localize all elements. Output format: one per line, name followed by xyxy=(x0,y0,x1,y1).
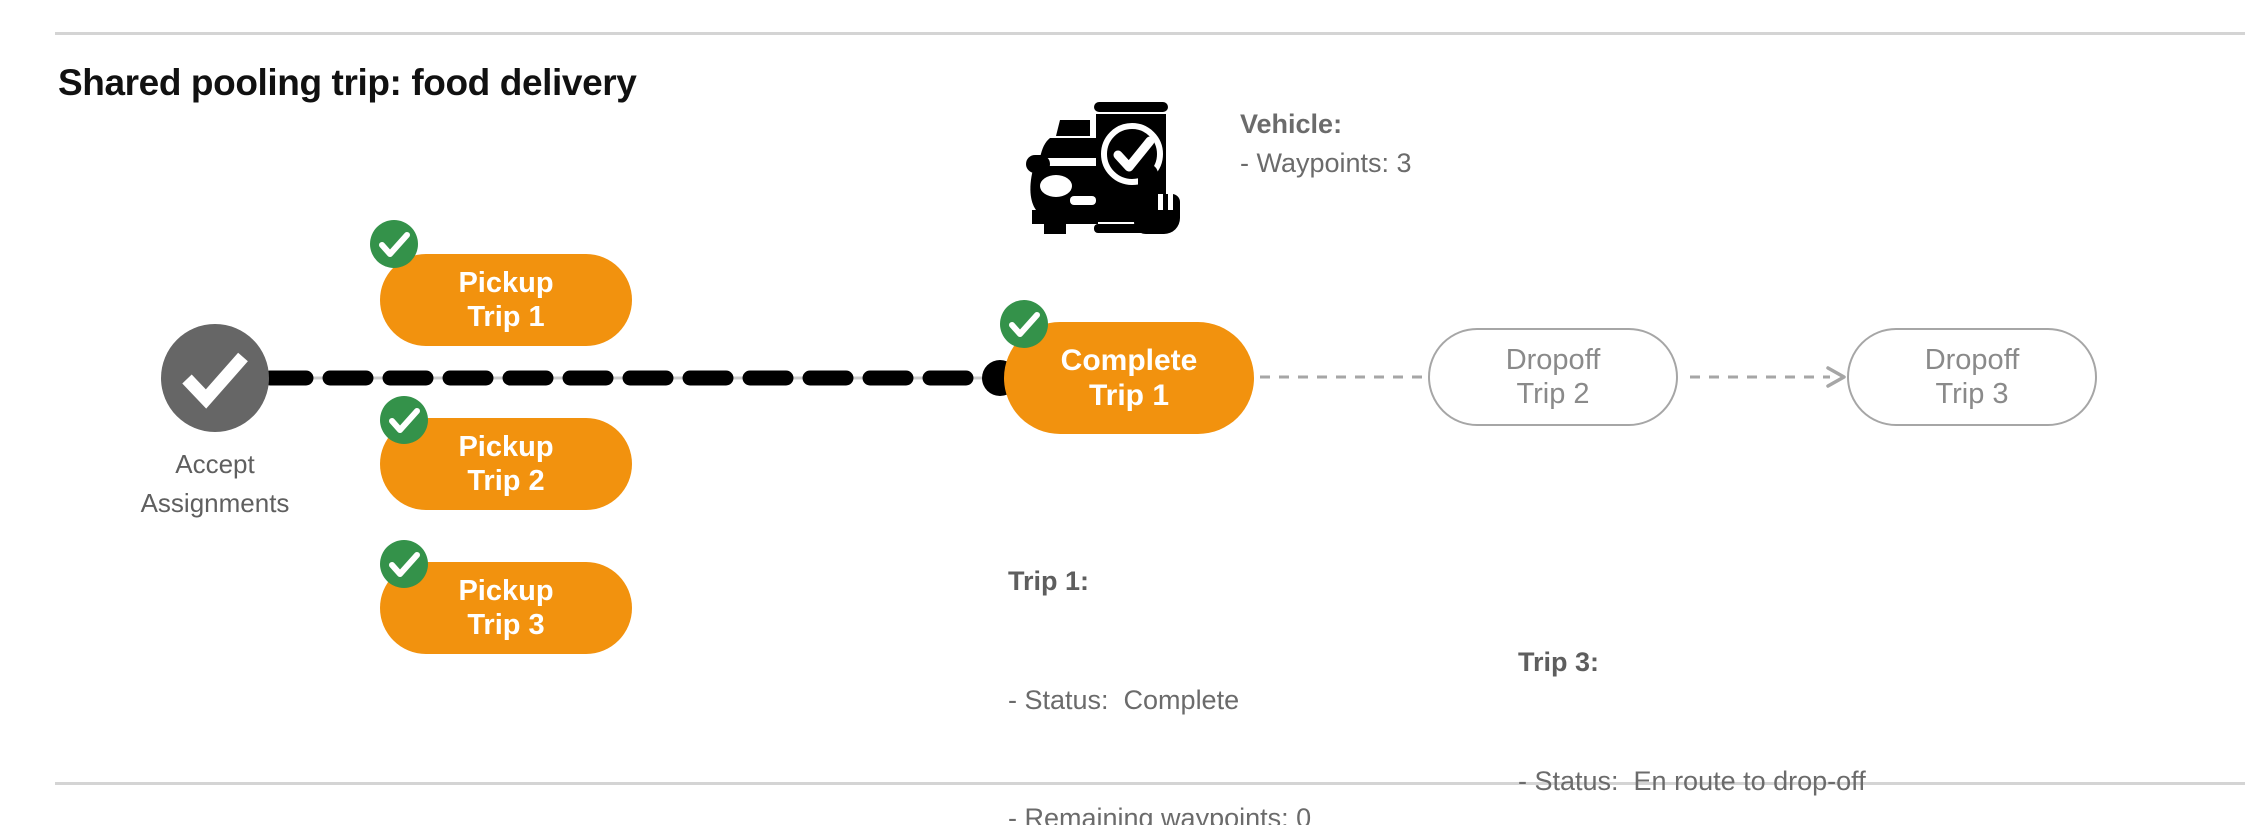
dropoff-trip-2-line1: Dropoff xyxy=(1505,343,1601,376)
complete-trip-1-line1: Complete xyxy=(1060,343,1198,377)
dropoff-trip-2-line2: Trip 2 xyxy=(1516,378,1590,410)
trip-1-status: - Status: Complete xyxy=(1008,684,1240,715)
check-badge-icon-pickup-2 xyxy=(380,396,428,444)
node-pickup-trip-1[interactable]: Pickup Trip 1 xyxy=(380,254,632,346)
trip-1-heading: Trip 1: xyxy=(1008,566,1090,596)
vehicle-heading: Vehicle: xyxy=(1240,109,1343,139)
trip-1-waypoints: - Remaining waypoints: 0 xyxy=(1008,803,1312,825)
check-circle-icon xyxy=(182,352,248,409)
vehicle-info: Vehicle: - Waypoints: 3 xyxy=(1240,105,1412,183)
trip-3-heading: Trip 3: xyxy=(1518,647,1600,677)
node-dropoff-trip-2[interactable]: Dropoff Trip 2 xyxy=(1428,328,1678,426)
accept-assignments-label: Accept Assignments xyxy=(95,445,335,523)
trip-details-left: Trip 1: - Status: Complete - Remaining w… xyxy=(1008,483,1356,825)
accept-label-line2: Assignments xyxy=(140,488,290,518)
trip-details-right: Trip 3: - Status: En route to drop-off -… xyxy=(1518,564,1866,825)
node-complete-trip-1[interactable]: Complete Trip 1 xyxy=(1004,322,1254,434)
pickup-trip-3-line1: Pickup xyxy=(458,574,554,607)
check-badge-icon-pickup-1 xyxy=(370,220,418,268)
pickup-trip-1-line2: Trip 1 xyxy=(467,301,545,333)
page-title: Shared pooling trip: food delivery xyxy=(58,62,637,103)
car-phone-check-icon xyxy=(1026,82,1186,236)
dropoff-trip-3-line1: Dropoff xyxy=(1924,343,2020,376)
top-divider xyxy=(55,32,2245,35)
trip-3-status: - Status: En route to drop-off xyxy=(1518,765,1866,796)
pickup-trip-2-line2: Trip 2 xyxy=(467,465,545,497)
bottom-divider xyxy=(55,782,2245,785)
check-badge-icon-pickup-3 xyxy=(380,540,428,588)
accept-label-line1: Accept xyxy=(175,449,255,479)
node-dropoff-trip-3[interactable]: Dropoff Trip 3 xyxy=(1847,328,2097,426)
pickup-trip-3-line2: Trip 3 xyxy=(467,609,545,641)
vehicle-waypoints: - Waypoints: 3 xyxy=(1240,148,1412,178)
pickup-trip-2-line1: Pickup xyxy=(458,430,554,463)
check-badge-icon-complete-1 xyxy=(1000,300,1048,348)
accept-assignments-node[interactable] xyxy=(161,324,269,432)
dropoff-trip-3-line2: Trip 3 xyxy=(1935,378,2009,410)
complete-trip-1-line2: Trip 1 xyxy=(1088,379,1170,412)
pickup-trip-1-line1: Pickup xyxy=(458,266,554,299)
